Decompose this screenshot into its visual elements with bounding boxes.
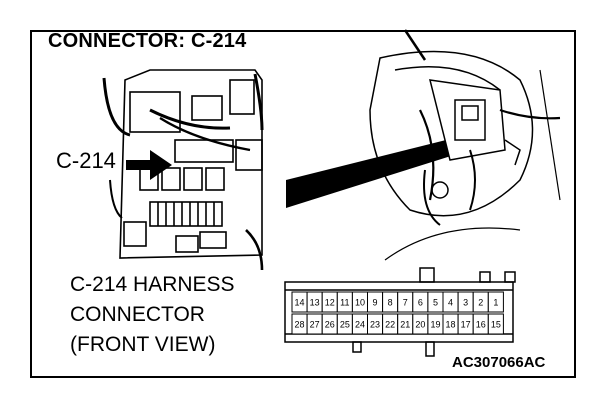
- pin-number: 10: [355, 298, 365, 308]
- pin-number: 15: [491, 320, 501, 330]
- pin-number: 13: [310, 298, 320, 308]
- pin-number: 22: [385, 320, 395, 330]
- pin-number: 12: [325, 298, 335, 308]
- pin-number: 6: [418, 298, 423, 308]
- pin-cell: [487, 313, 504, 335]
- pin-number: 9: [373, 298, 378, 308]
- pin-number: 16: [476, 320, 486, 330]
- pin-number: 20: [415, 320, 425, 330]
- pin-number: 18: [446, 320, 456, 330]
- pin-number: 11: [340, 298, 349, 308]
- pin-number: 7: [403, 298, 408, 308]
- caption-line-2: CONNECTOR: [70, 303, 205, 326]
- leader-wedge: [286, 136, 470, 208]
- junction-block-illustration: [102, 69, 264, 271]
- pin-number: 24: [355, 320, 365, 330]
- pin-number: 14: [295, 298, 305, 308]
- pin-number: 21: [400, 320, 410, 330]
- pin-number: 28: [295, 320, 305, 330]
- pin-number: 1: [493, 298, 498, 308]
- callout-arrow: [126, 150, 172, 180]
- pin-number: 26: [325, 320, 335, 330]
- pin-number: 19: [430, 320, 440, 330]
- pin-number: 25: [340, 320, 350, 330]
- pin-cell: [487, 291, 504, 313]
- caption-line-3: (FRONT VIEW): [70, 333, 216, 356]
- pin-number: 5: [433, 298, 438, 308]
- connector-callout-label: C-214: [56, 148, 116, 173]
- pin-number: 17: [461, 320, 471, 330]
- pin-number: 23: [370, 320, 380, 330]
- diagram-title: CONNECTOR: C-214: [48, 30, 247, 52]
- pin-number: 2: [478, 298, 483, 308]
- dashboard-illustration: [369, 29, 561, 261]
- caption-line-1: C-214 HARNESS: [70, 273, 235, 296]
- pin-number: 4: [448, 298, 453, 308]
- pin-number: 27: [310, 320, 320, 330]
- pin-number: 8: [388, 298, 393, 308]
- figure-code: AC307066AC: [452, 354, 546, 371]
- pin-number: 3: [463, 298, 468, 308]
- harness-caption: C-214 HARNESS CONNECTOR (FRONT VIEW): [70, 270, 235, 360]
